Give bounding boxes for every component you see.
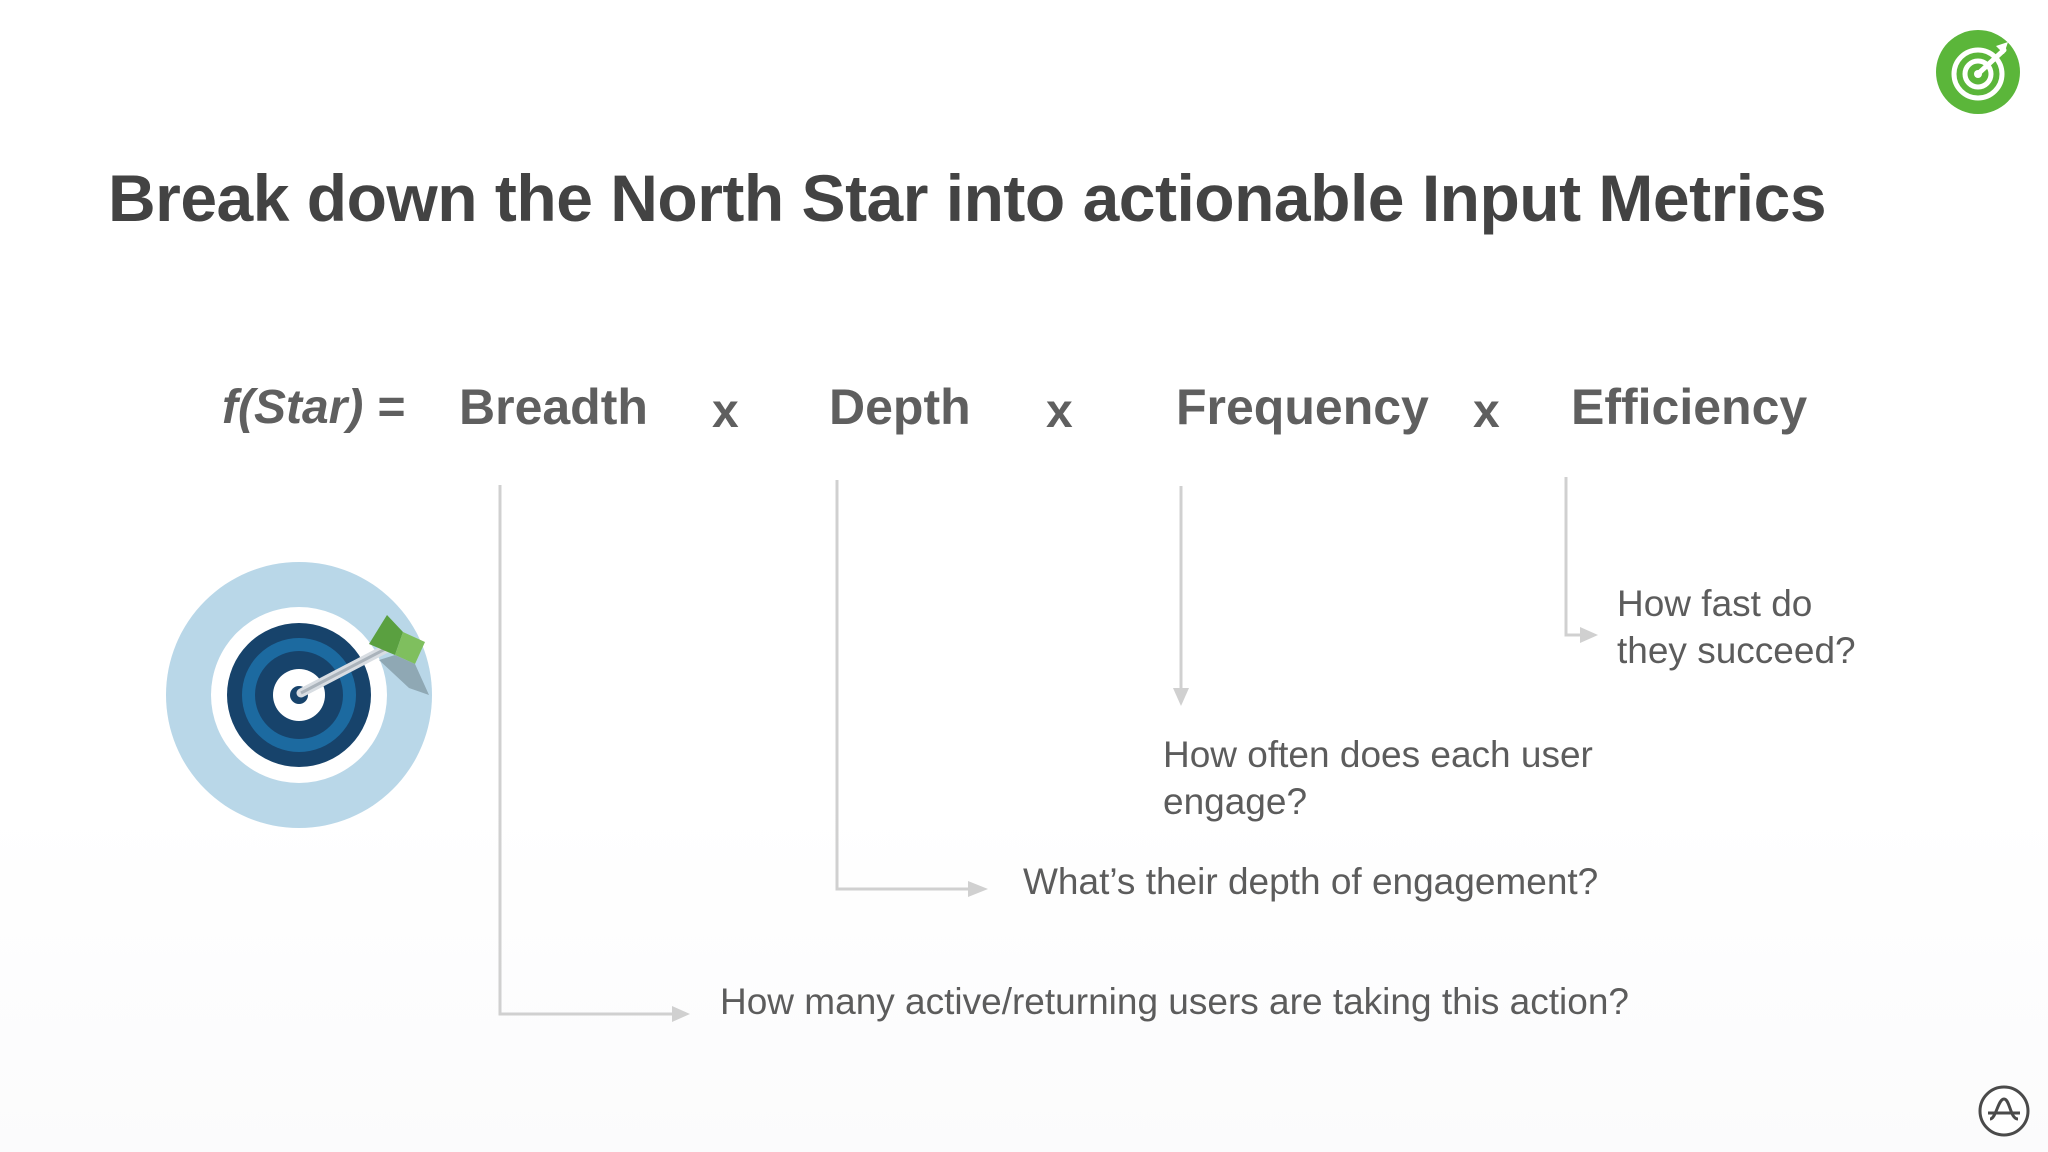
frequency-question-line1: How often does each user: [1163, 734, 1593, 775]
amplitude-logo-icon: [1978, 1085, 2030, 1137]
frequency-question: How often does each user engage?: [1163, 731, 1593, 825]
efficiency-question-line1: How fast do: [1617, 583, 1813, 624]
target-logo-icon: [1936, 30, 2020, 114]
operator-times-3: x: [1473, 385, 1500, 438]
term-breadth: Breadth: [459, 379, 648, 435]
operator-times-2: x: [1046, 385, 1073, 438]
depth-question: What’s their depth of engagement?: [1023, 861, 1599, 902]
efficiency-question-line2: they succeed?: [1617, 630, 1856, 671]
term-efficiency: Efficiency: [1571, 379, 1808, 435]
term-frequency: Frequency: [1176, 379, 1429, 435]
operator-times-1: x: [712, 385, 739, 438]
efficiency-arrowhead: [1580, 627, 1598, 643]
formula-function-label: f(Star) =: [222, 381, 405, 434]
breadth-question: How many active/returning users are taki…: [720, 981, 1629, 1022]
term-depth: Depth: [829, 379, 971, 435]
depth-arrowhead: [968, 881, 988, 897]
frequency-question-line2: engage?: [1163, 781, 1308, 822]
frequency-arrowhead: [1173, 688, 1189, 706]
breadth-connector: [498, 485, 680, 1016]
efficiency-question: How fast do they succeed?: [1617, 580, 1856, 674]
slide-title: Break down the North Star into actionabl…: [108, 161, 1827, 235]
efficiency-connector: [1564, 477, 1582, 637]
depth-connector: [835, 480, 976, 891]
breadth-arrowhead: [672, 1006, 690, 1022]
target-arrow-icon: [166, 562, 432, 828]
